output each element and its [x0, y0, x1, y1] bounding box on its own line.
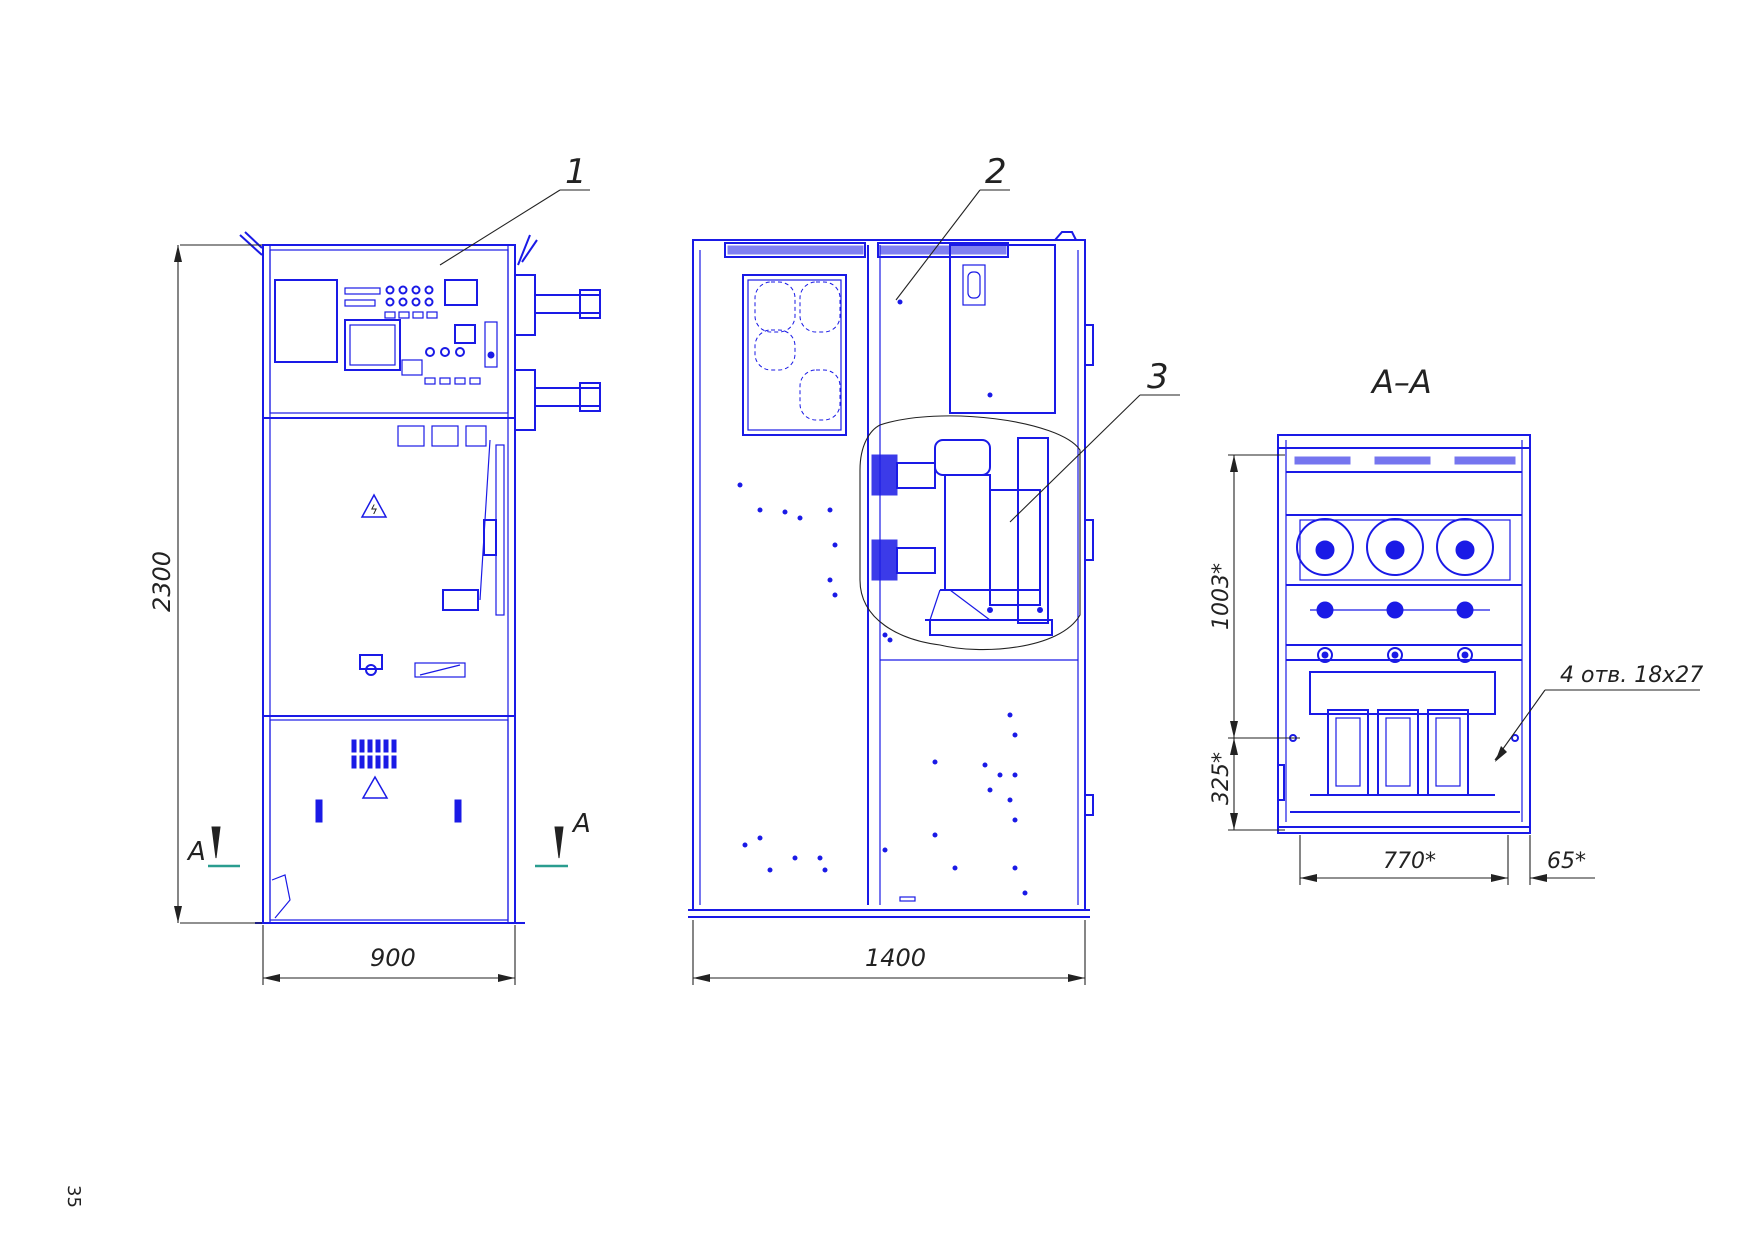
circuit-breaker: [871, 437, 1053, 636]
dim-65: 65*: [1547, 849, 1586, 874]
front-cabinet-outline: [262, 244, 516, 924]
svg-text:ϟ: ϟ: [370, 503, 378, 517]
front-view: ϟ: [239, 231, 601, 924]
middle-insulators: [1316, 601, 1474, 619]
section-title: А–А: [1370, 363, 1432, 401]
current-transformers: [1327, 709, 1469, 796]
ventilation-slots: [351, 739, 397, 769]
callout-3: 3: [1009, 357, 1180, 523]
top-bushings: [1296, 518, 1494, 576]
section-view: [1277, 434, 1531, 834]
inspection-panel: [742, 274, 847, 436]
side-view: [688, 231, 1094, 918]
callout-1-label: 1: [565, 152, 587, 192]
lower-insulators: [1317, 647, 1473, 663]
holes-leader: 4 отв. 18x27: [1494, 663, 1703, 762]
dim-2300: 2300: [148, 551, 176, 612]
warning-sign-lower-icon: [361, 775, 389, 799]
section-cut-markers: А А: [186, 809, 591, 868]
callout-2-label: 2: [985, 152, 1007, 192]
dim-1003: 1003*: [1209, 563, 1234, 630]
section-outline: [1277, 434, 1531, 828]
dim-900: 900: [370, 944, 416, 972]
holes-note: 4 отв. 18x27: [1560, 663, 1703, 688]
breaker-cutaway-outline: [859, 415, 1081, 651]
front-height-dimension: 2300: [148, 244, 262, 924]
dim-325: 325*: [1209, 752, 1234, 805]
top-vent-slots: [727, 245, 1007, 255]
dim-770: 770*: [1383, 849, 1436, 874]
side-width-dimension: 1400: [692, 920, 1086, 985]
front-width-dimension: 900: [262, 925, 516, 985]
section-horizontal-dimensions: 770* 65*: [1299, 835, 1595, 885]
section-vertical-dimensions: 1003* 325*: [1209, 454, 1300, 831]
cut-label-left: А: [186, 837, 206, 867]
section-vent-slots: [1294, 456, 1516, 465]
hidden-openings: [754, 281, 841, 421]
cable-bushings: [239, 231, 601, 431]
warning-sign-icon: [360, 493, 388, 518]
callout-3-label: 3: [1147, 357, 1169, 397]
relay-box-side: [949, 244, 1056, 414]
dim-1400: 1400: [865, 944, 926, 972]
rivet-dots: [737, 299, 1028, 896]
cut-label-right: А: [571, 809, 591, 839]
control-buttons: [384, 285, 498, 385]
page-number: 35: [63, 1185, 84, 1208]
display-window: [274, 279, 338, 363]
callout-2: 2: [895, 152, 1010, 301]
callout-1: 1: [439, 152, 590, 266]
